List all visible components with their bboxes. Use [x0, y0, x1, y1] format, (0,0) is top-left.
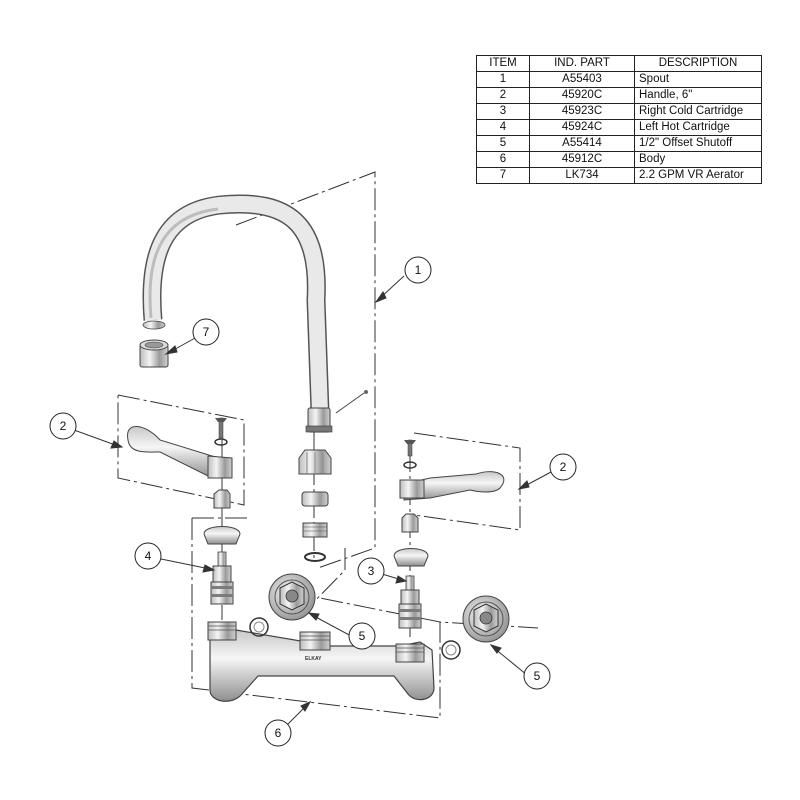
table-row: 7 LK734 2.2 GPM VR Aerator	[476, 167, 762, 184]
spout-nut-stack	[298, 449, 332, 562]
callout-item-2-right: 2	[549, 453, 577, 481]
column-header-description: DESCRIPTION	[634, 55, 762, 72]
body-logo: ELKAY	[305, 656, 322, 662]
callout-number: 5	[359, 629, 366, 643]
callout-number: 2	[560, 460, 567, 474]
cell-item: 3	[476, 103, 530, 120]
table-row: 2 45920C Handle, 6"	[476, 87, 762, 104]
left-handle	[127, 417, 241, 545]
cell-part: A55414	[529, 135, 635, 152]
parts-list-table: ITEM IND. PART DESCRIPTION 1 A55403 Spou…	[476, 55, 762, 184]
right-shutoff	[441, 595, 510, 660]
left-shutoff	[249, 573, 316, 637]
table-row: 5 A55414 1/2" Offset Shutoff	[476, 135, 762, 152]
cell-description: 1/2" Offset Shutoff	[634, 135, 762, 152]
faucet-body: ELKAY	[207, 621, 435, 702]
callout-number: 7	[203, 325, 210, 339]
cell-description: 2.2 GPM VR Aerator	[634, 167, 762, 184]
cell-part: 45920C	[529, 87, 635, 104]
callout-item-5-right: 5	[523, 662, 551, 690]
table-row: 6 45912C Body	[476, 151, 762, 168]
cell-description: Body	[634, 151, 762, 168]
table-row: 3 45923C Right Cold Cartridge	[476, 103, 762, 120]
callout-item-6: 6	[264, 719, 292, 747]
callout-number: 6	[275, 726, 282, 740]
callout-item-7: 7	[192, 318, 220, 346]
cell-item: 4	[476, 119, 530, 136]
cell-item: 7	[476, 167, 530, 184]
right-handle	[393, 439, 505, 567]
left-cartridge	[210, 551, 234, 605]
cell-item: 1	[476, 71, 530, 88]
column-header-part: IND. PART	[529, 55, 635, 72]
callout-number: 5	[534, 669, 541, 683]
cell-description: Right Cold Cartridge	[634, 103, 762, 120]
right-cartridge	[398, 575, 422, 629]
table-header-row: ITEM IND. PART DESCRIPTION	[476, 55, 762, 72]
cell-description: Left Hot Cartridge	[634, 119, 762, 136]
callout-item-3: 3	[357, 557, 385, 585]
callout-item-4: 4	[134, 542, 162, 570]
callout-item-1: 1	[404, 256, 432, 284]
cell-part: 45912C	[529, 151, 635, 168]
aerator	[139, 339, 169, 368]
callout-number: 3	[368, 564, 375, 578]
callout-number: 4	[145, 549, 152, 563]
callout-leaders	[73, 275, 552, 729]
cell-part: LK734	[529, 167, 635, 184]
table-row: 1 A55403 Spout	[476, 71, 762, 88]
cell-description: Spout	[634, 71, 762, 88]
cell-part: A55403	[529, 71, 635, 88]
callout-number: 1	[415, 263, 422, 277]
cell-description: Handle, 6"	[634, 87, 762, 104]
callout-number: 2	[60, 419, 67, 433]
cell-item: 2	[476, 87, 530, 104]
column-header-item: ITEM	[476, 55, 530, 72]
cell-item: 6	[476, 151, 530, 168]
table-row: 4 45924C Left Hot Cartridge	[476, 119, 762, 136]
callout-item-5-left: 5	[348, 622, 376, 650]
cell-item: 5	[476, 135, 530, 152]
spout	[142, 194, 368, 433]
cell-part: 45924C	[529, 119, 635, 136]
cell-part: 45923C	[529, 103, 635, 120]
callout-item-2-left: 2	[49, 412, 77, 440]
